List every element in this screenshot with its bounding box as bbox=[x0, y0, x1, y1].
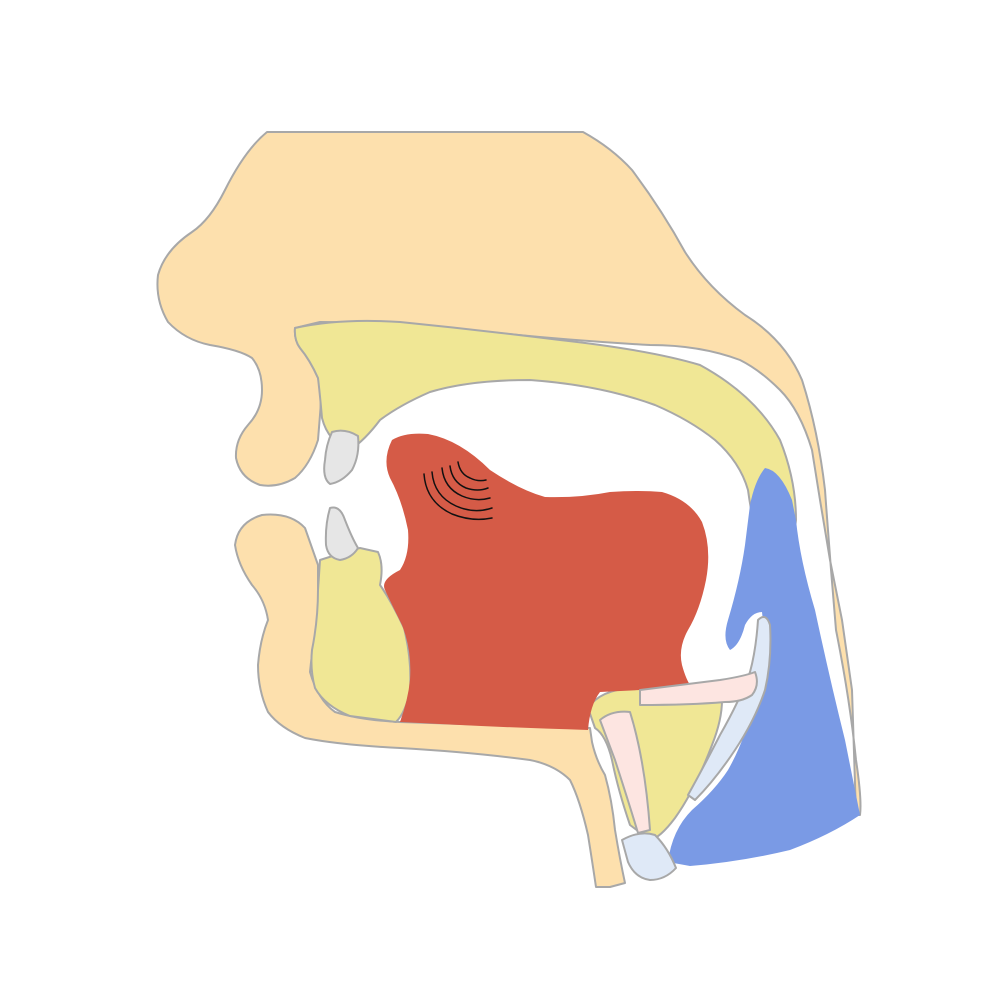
upper-incisor bbox=[323, 429, 360, 485]
tongue-vibration-mark bbox=[423, 461, 493, 521]
hard-palate-and-velum bbox=[293, 319, 797, 564]
cricoid-cartilage bbox=[621, 832, 677, 881]
tongue bbox=[384, 433, 709, 730]
thyroid-cartilage bbox=[599, 671, 758, 834]
lower-incisor bbox=[324, 506, 359, 561]
